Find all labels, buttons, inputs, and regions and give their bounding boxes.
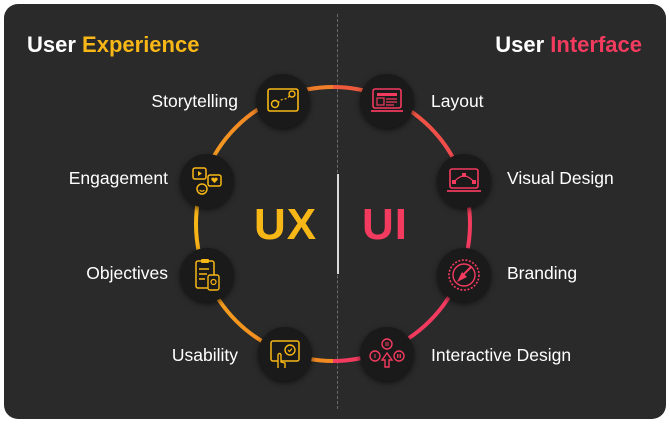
ui-heading: User Interface [495, 32, 642, 58]
ui-item-layout-label: Layout [431, 91, 484, 111]
ux-heading: User Experience [27, 32, 199, 58]
storyboard-icon [256, 74, 310, 128]
ux-item-storytelling-label: Storytelling [151, 91, 238, 111]
ui-center-label: UI [362, 200, 408, 249]
ux-item-objectives-label: Objectives [86, 263, 168, 283]
checklist-icon [180, 248, 234, 302]
ux-item-usability-label: Usability [171, 345, 238, 365]
ui-item-visual-design-label: Visual Design [507, 168, 614, 188]
ux-heading-prefix: User [27, 32, 76, 57]
layout-monitor-icon [360, 74, 414, 128]
ux-center-label: UX [254, 200, 318, 249]
vector-laptop-icon [437, 154, 491, 208]
ui-item-branding-label: Branding [507, 263, 578, 283]
ux-heading-accent: Experience [82, 32, 200, 57]
ui-item-interactive-design-label: Interactive Design [431, 345, 572, 365]
pen-nib-icon [437, 248, 491, 302]
cursor-options-icon [360, 327, 414, 381]
ux-item-engagement-label: Engagement [68, 168, 168, 188]
ux-ui-separator [337, 174, 339, 274]
ui-heading-accent: Interface [550, 32, 642, 57]
touch-screen-icon [258, 327, 312, 381]
diagram-card: User Experience User Interface UX UI Sto… [4, 4, 666, 419]
ui-heading-prefix: User [495, 32, 545, 57]
engagement-icon [180, 154, 234, 208]
